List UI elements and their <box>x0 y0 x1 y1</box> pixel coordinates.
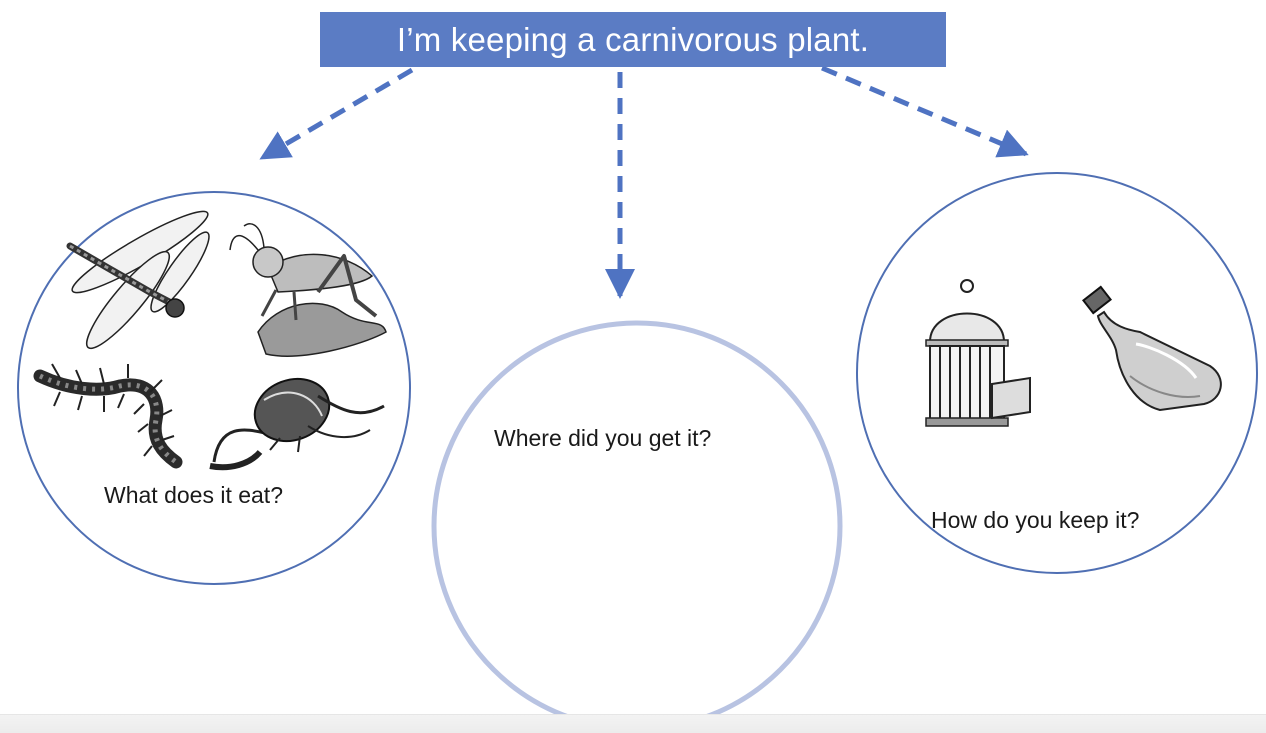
birdcage-icon <box>925 279 1031 427</box>
grasshopper-icon <box>229 223 387 357</box>
arrow-to-eat <box>259 67 414 161</box>
centipede-icon <box>33 363 183 469</box>
beetle-icon <box>209 377 385 471</box>
question-where-did-you-get-it: Where did you get it? <box>494 425 712 451</box>
dragonfly-icon <box>66 210 210 350</box>
title-text: I’m keeping a carnivorous plant. <box>396 20 870 58</box>
bottom-bar <box>0 714 1266 733</box>
where-circle <box>431 320 843 732</box>
question-how-do-you-keep-it: How do you keep it? <box>931 507 1140 533</box>
title-box: I’m keeping a carnivorous plant. <box>320 12 946 67</box>
question-what-does-it-eat: What does it eat? <box>104 482 283 508</box>
keep-circle <box>856 172 1258 574</box>
bottle-icon <box>1082 285 1222 412</box>
arrow-to-keep <box>821 65 1029 158</box>
